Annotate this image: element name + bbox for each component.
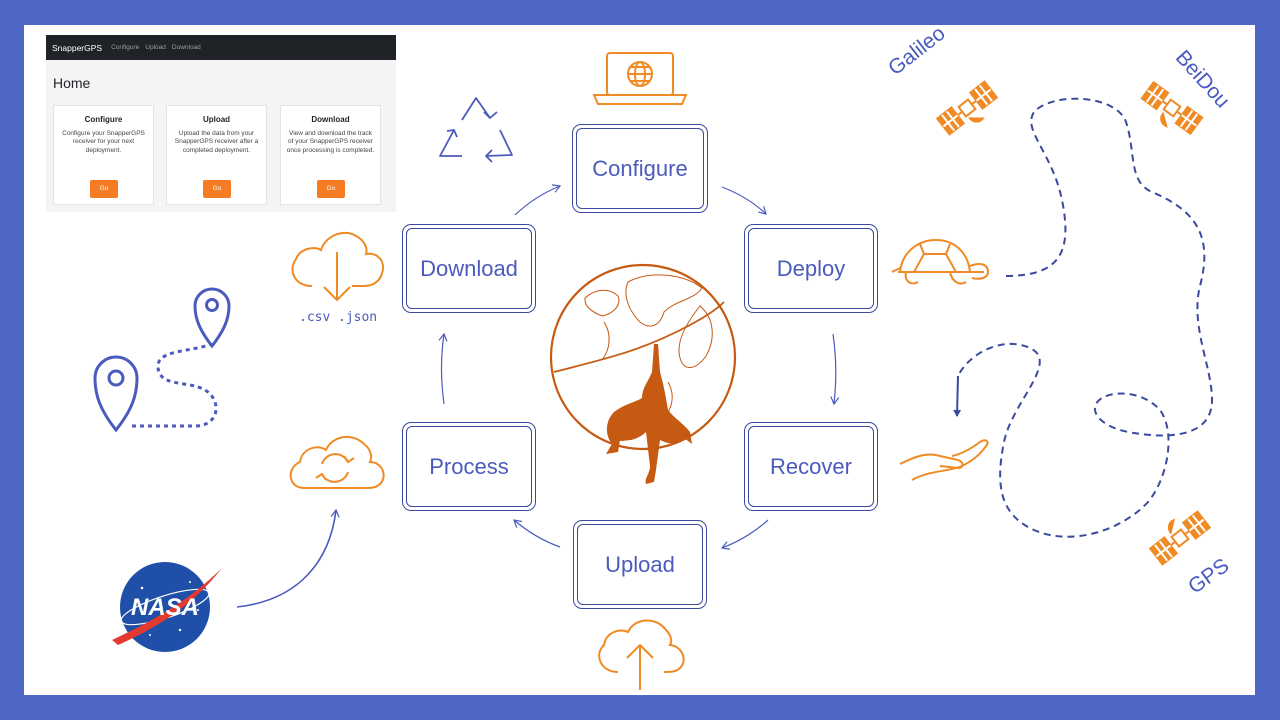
arrow-download-configure <box>514 184 562 216</box>
globe-orangutan-icon <box>549 263 737 484</box>
app-brand[interactable]: SnapperGPS <box>52 42 103 53</box>
laptop-globe-icon <box>592 52 688 105</box>
card-title: Upload <box>202 115 231 124</box>
card-configure: Configure Configure your SnapperGPS rece… <box>53 105 154 205</box>
recycle-icon <box>439 97 513 163</box>
step-label: Process <box>406 426 532 507</box>
nav-upload[interactable]: Upload <box>145 44 166 51</box>
step-recover[interactable]: Recover <box>744 422 878 511</box>
arrow-track-hand <box>953 375 962 417</box>
step-configure[interactable]: Configure <box>572 124 708 213</box>
app-navbar: SnapperGPS Configure Upload Download <box>46 35 396 60</box>
satellite-icon <box>935 80 999 136</box>
step-label: Download <box>406 228 532 309</box>
card-title: Download <box>311 115 350 124</box>
nasa-logo: NASA <box>112 562 222 652</box>
go-button[interactable]: Go <box>203 180 231 198</box>
map-pin-icon <box>193 287 231 349</box>
trajectory-paths <box>957 97 1214 538</box>
card-description: View and download the track of your Snap… <box>286 130 375 154</box>
json-format-label: .json <box>338 310 378 325</box>
card-title: Configure <box>84 115 123 124</box>
nasa-wordmark: NASA <box>131 594 199 621</box>
open-hand-icon <box>899 439 989 481</box>
arrow-deploy-recover <box>830 333 840 406</box>
go-button[interactable]: Go <box>317 180 345 198</box>
card-download: Download View and download the track of … <box>280 105 381 205</box>
step-label: Configure <box>576 128 704 209</box>
satellite-icon <box>1148 510 1212 566</box>
go-button[interactable]: Go <box>90 180 118 198</box>
satellite-icon <box>1140 80 1204 136</box>
step-label: Deploy <box>748 228 874 309</box>
step-deploy[interactable]: Deploy <box>744 224 878 313</box>
step-upload[interactable]: Upload <box>573 520 707 609</box>
map-pin-icon <box>93 355 139 433</box>
nav-configure[interactable]: Configure <box>111 44 140 51</box>
step-label: Recover <box>748 426 874 507</box>
arrow-process-download <box>438 332 448 405</box>
step-label: Upload <box>577 524 703 605</box>
cycle-arrows <box>438 184 840 550</box>
card-description: Upload the data from your SnapperGPS rec… <box>174 130 259 154</box>
cloud-download-icon <box>291 231 384 302</box>
nav-download[interactable]: Download <box>171 44 201 51</box>
page-title: Home <box>53 75 91 91</box>
step-process[interactable]: Process <box>402 422 536 511</box>
cloud-sync-icon <box>289 435 385 489</box>
arrow-recover-upload <box>720 519 769 550</box>
turtle-icon <box>891 238 990 285</box>
cloud-upload-icon <box>598 619 685 690</box>
map-track-icon <box>93 287 231 433</box>
arrow-upload-process <box>513 519 561 548</box>
snappergps-webapp-screenshot: SnapperGPS Configure Upload Download Hom… <box>46 35 396 212</box>
arrow-configure-deploy <box>721 186 767 215</box>
arrow-nasa-process <box>236 508 340 608</box>
step-download[interactable]: Download <box>402 224 536 313</box>
diagram-graphics: NASA <box>93 52 1214 690</box>
slide: SnapperGPS Configure Upload Download Hom… <box>24 25 1255 695</box>
card-upload: Upload Upload the data from your Snapper… <box>166 105 267 205</box>
csv-format-label: .csv <box>299 310 331 325</box>
card-description: Configure your SnapperGPS receiver for y… <box>62 130 145 154</box>
